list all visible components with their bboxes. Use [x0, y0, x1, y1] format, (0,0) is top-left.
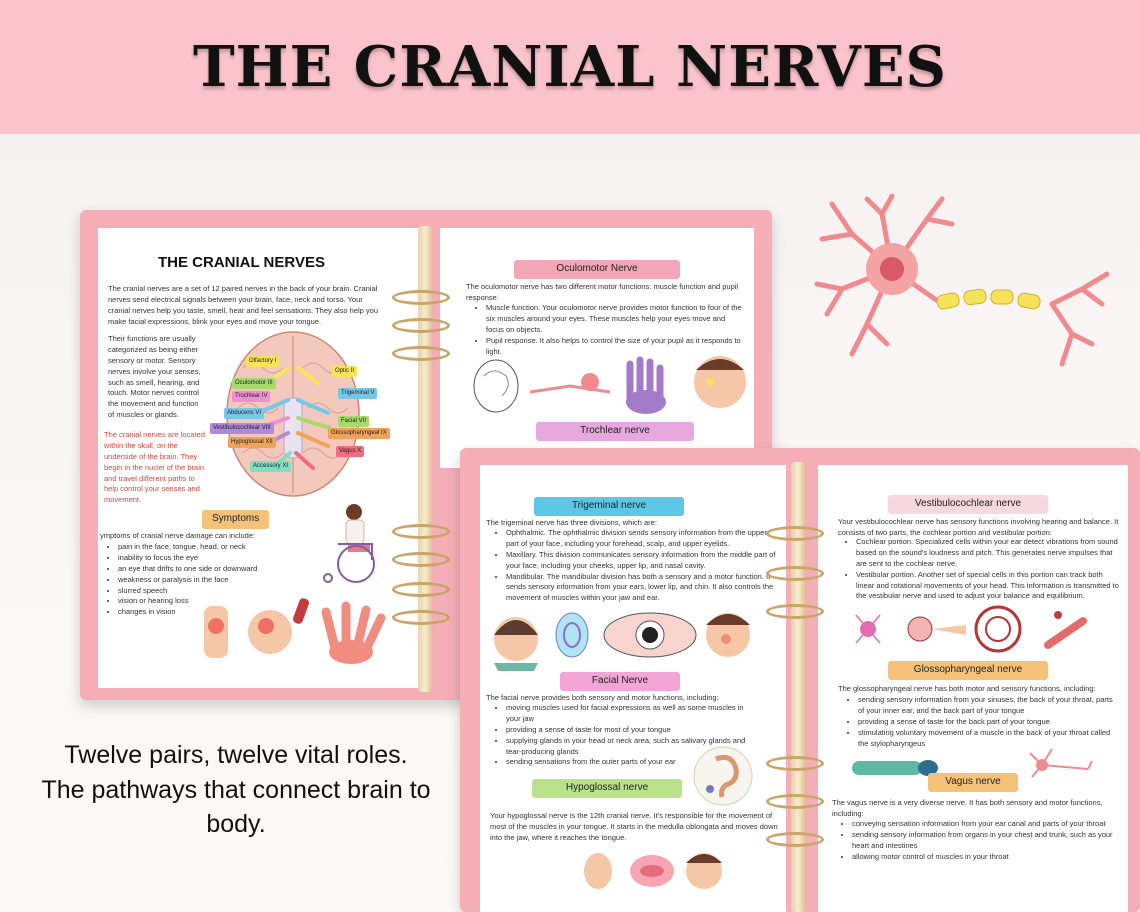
tagline-line-2: The pathways that connect brain to body. [41, 775, 431, 839]
symptoms-heading: Symptoms [202, 510, 270, 529]
symptoms-list: pain in the face, tongue, head, or neck … [108, 542, 308, 618]
label-vestibulocochlear: Vestibulocochlear VIII [210, 423, 274, 434]
label-optic: Optic II [332, 366, 358, 377]
glossopharyngeal-intro: The glossopharyngeal nerve has both moto… [838, 684, 1096, 693]
list-item: Muscle function. Your oculomotor nerve p… [486, 303, 742, 336]
list-item: moving muscles used for facial expressio… [506, 703, 746, 725]
binder-ring [392, 346, 450, 361]
binder-ring [392, 552, 450, 567]
label-abducens: Abducens VI [224, 408, 265, 419]
vestibulocochlear-heading: Vestibulocochlear nerve [888, 495, 1048, 514]
list-item: slurred speech [118, 586, 308, 597]
nerve-fiber-icon [852, 760, 938, 776]
facial-list: moving muscles used for facial expressio… [496, 703, 746, 768]
glossopharyngeal-list: sending sensory information from your si… [848, 695, 1114, 749]
vagus-intro: The vagus nerve is a very diverse nerve.… [832, 798, 1103, 818]
binder-ring [766, 756, 824, 771]
label-vagus: Vagus X [336, 446, 365, 457]
facial-intro: The facial nerve provides both sensory a… [486, 693, 719, 702]
oculomotor-illustrations-icon [473, 356, 746, 414]
middle-page: Oculomotor Nerve The oculomotor nerve ha… [440, 228, 754, 468]
location-text: The cranial nerves are located within th… [104, 430, 205, 505]
trigeminal-list: Ophthalmic. The ophthalmic division send… [496, 528, 778, 604]
neuron-icon [814, 194, 1110, 367]
label-facial: Facial VII [338, 416, 370, 427]
list-item: supplying glands in your head or neck ar… [506, 736, 746, 758]
list-item: sending sensations from the outer parts … [506, 757, 746, 768]
left-page: THE CRANIAL NERVES The cranial nerves ar… [98, 228, 428, 688]
oculomotor-list: Muscle function. Your oculomotor nerve p… [476, 303, 742, 357]
trochlear-heading: Trochlear nerve [536, 422, 694, 441]
binder-ring [766, 604, 824, 619]
trigeminal-heading: Trigeminal nerve [534, 497, 684, 516]
binder-ring [766, 832, 824, 847]
ear-zoom-icon [693, 746, 753, 806]
binder-ring [392, 610, 450, 625]
vagus-heading: Vagus nerve [928, 773, 1018, 792]
binder-ring [392, 290, 450, 305]
binder-ring [766, 794, 824, 809]
tagline: Twelve pairs, twelve vital roles. The pa… [38, 738, 434, 842]
list-item: Vestibular portion. Another set of speci… [856, 570, 1122, 603]
list-item: sending sensory information from your si… [858, 695, 1114, 717]
intro-text: The cranial nerves are a set of 12 paire… [108, 284, 379, 326]
oculomotor-intro: The oculomotor nerve has two different m… [466, 282, 739, 302]
hypoglossal-text: Your hypoglossal nerve is the 12th crani… [490, 811, 778, 842]
list-item: sending sensory information from organs … [852, 830, 1118, 852]
binder-ring [392, 524, 450, 539]
neuron-small-icon [1029, 748, 1093, 778]
list-item: vision or hearing loss [118, 596, 308, 607]
facial-heading: Facial Nerve [560, 672, 680, 691]
list-item: pain in the face, tongue, head, or neck [118, 542, 308, 553]
right-page-right-column: Vestibulocochlear nerve Your vestibuloco… [818, 465, 1128, 912]
list-item: Maxillary. This division communicates se… [506, 550, 778, 572]
hypoglossal-heading: Hypoglossal nerve [532, 779, 682, 798]
binder-ring [766, 526, 824, 541]
label-oculomotor: Oculomotor III [232, 378, 276, 389]
symptoms-intro: ymptoms of cranial nerve damage can incl… [100, 531, 256, 540]
vestibulocochlear-intro: Your vestibulocochlear nerve has sensory… [838, 517, 1119, 537]
label-hypoglossal: Hypoglossal XII [228, 437, 276, 448]
list-item: allowing motor control of muscles in you… [852, 852, 1118, 863]
list-item: conveying sensation information from you… [852, 819, 1118, 830]
list-item: Ophthalmic. The ophthalmic division send… [506, 528, 778, 550]
label-glossopharyngeal: Glossopharyngeal IX [328, 428, 390, 439]
page-title: THE CRANIAL NERVES [192, 34, 947, 100]
functions-text: Their functions are usually categorized … [108, 334, 201, 420]
wheelchair-icon [323, 504, 375, 583]
vestibulocochlear-list: Cochlear portion. Specialized cells with… [846, 537, 1122, 602]
glossopharyngeal-heading: Glossopharyngeal nerve [888, 661, 1048, 680]
vagus-list: conveying sensation information from you… [842, 819, 1118, 863]
list-item: Mandibular. The mandibular division has … [506, 572, 778, 605]
left-page-title: THE CRANIAL NERVES [158, 254, 325, 271]
spine-back [418, 226, 432, 692]
oculomotor-heading: Oculomotor Nerve [514, 260, 680, 279]
list-item: inability to focus the eye [118, 553, 308, 564]
binder-ring [766, 566, 824, 581]
pain-illustrations-icon [204, 598, 386, 664]
binder-ring [392, 318, 450, 333]
vestibulocochlear-illustrations-icon [855, 605, 1087, 653]
label-olfactory: Olfactory I [246, 356, 280, 367]
list-item: changes in vision [118, 607, 308, 618]
trigeminal-intro: The trigeminal nerve has three divisions… [486, 518, 657, 527]
list-item: providing a sense of taste for the back … [858, 717, 1114, 728]
list-item: Pupil response. It also helps to control… [486, 336, 742, 358]
label-trigeminal: Trigeminal V [338, 388, 378, 399]
list-item: Cochlear portion. Specialized cells with… [856, 537, 1122, 570]
trigeminal-illustrations-icon [494, 612, 750, 671]
right-page-left-column: Trigeminal nerve The trigeminal nerve ha… [480, 465, 786, 912]
list-item: providing a sense of taste for most of y… [506, 725, 746, 736]
binder-ring [392, 582, 450, 597]
tagline-line-1: Twelve pairs, twelve vital roles. [64, 741, 408, 769]
hypoglossal-illustrations-icon [584, 853, 722, 889]
list-item: an eye that drifts to one side or downwa… [118, 564, 308, 575]
list-item: stimulating voluntary movement of a musc… [858, 728, 1114, 750]
label-trochlear: Trochlear IV [232, 391, 271, 402]
list-item: weakness or paralysis in the face [118, 575, 308, 586]
label-accessory: Accessory XI [250, 461, 292, 472]
header-banner: THE CRANIAL NERVES [0, 0, 1140, 134]
